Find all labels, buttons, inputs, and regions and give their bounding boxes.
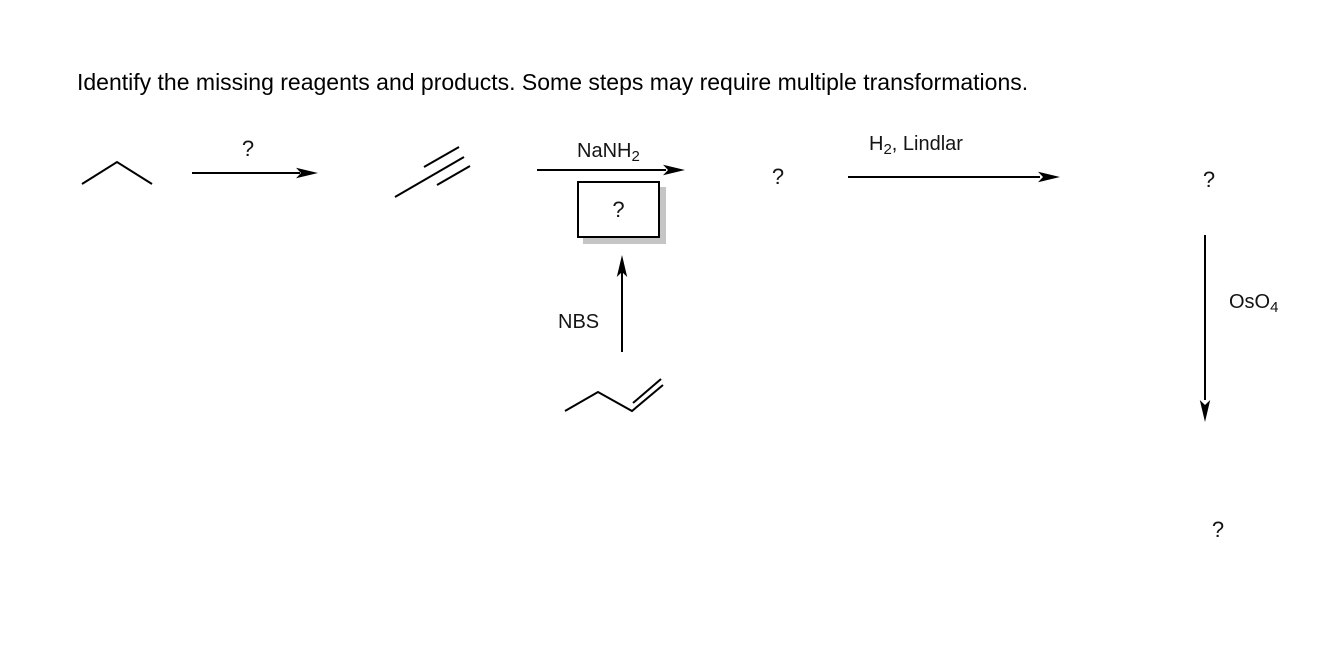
boxed-reagent-question-mark: ? [612,196,625,222]
step1-reagent-question-mark: ? [241,136,255,161]
propane-structure-icon [81,160,153,185]
h2-lindlar-label: H2, Lindlar [869,132,963,159]
nanh2-base: NaNH [577,140,632,162]
step4-reaction-arrow [1199,235,1211,422]
product-after-step3-question-mark: ? [1202,167,1216,192]
nbs-reaction-arrow [616,255,628,352]
nanh2-label: NaNH2 [577,139,640,166]
oso4-label: OsO4 [1229,290,1278,317]
h2-subscript: 2 [883,141,892,158]
h2-base: H [869,133,884,155]
oso4-base: OsO [1229,291,1271,313]
propyne-structure-icon [394,146,471,198]
product-after-step2-question-mark: ? [771,164,785,189]
lindlar-rest: , Lindlar [891,133,963,155]
final-product-question-mark: ? [1211,517,1225,542]
oso4-subscript: 4 [1270,299,1279,316]
step2-reaction-arrow [537,164,685,176]
boxed-reagent-answer-box: ? [577,181,660,238]
butene-structure-icon [564,378,664,413]
step3-reaction-arrow [848,171,1060,183]
nanh2-subscript: 2 [631,148,640,165]
page-title: Identify the missing reagents and produc… [77,69,1029,95]
nbs-label: NBS [558,311,600,333]
step1-reaction-arrow [192,167,318,179]
